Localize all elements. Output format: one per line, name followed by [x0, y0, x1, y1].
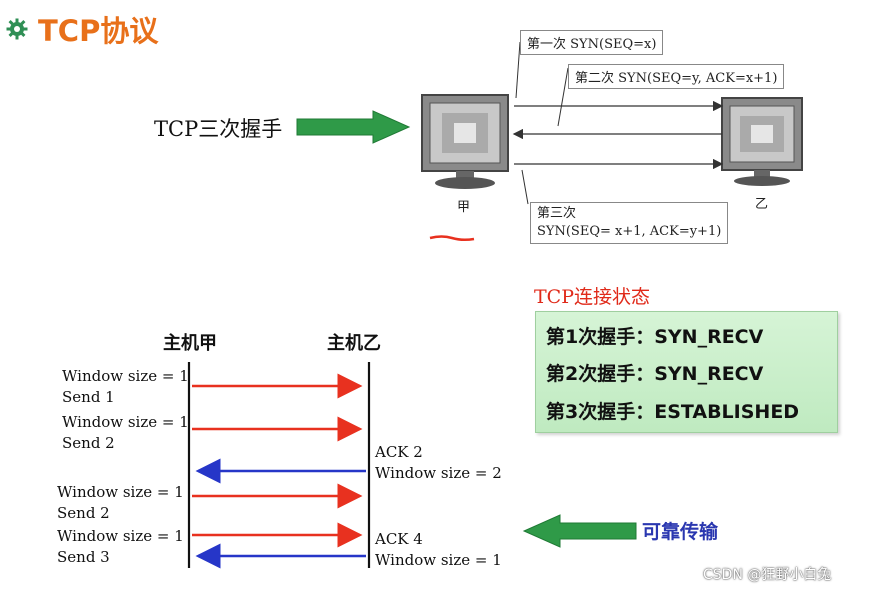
computer-b-icon [721, 97, 803, 186]
handshake-step1-text: 第一次 SYN(SEQ=x) [527, 37, 657, 52]
left-send-label-1: Send 1 [62, 388, 115, 406]
handshake-step2-callout: 第二次 SYN(SEQ=y, ACK=x+1) [568, 64, 785, 89]
page-title: TCP协议 [38, 14, 159, 48]
reliable-transfer-label: 可靠传输 [642, 521, 719, 543]
handshake-label: TCP三次握手 [154, 117, 283, 141]
handshake-arrows [512, 41, 724, 205]
status-row-3: 第3次握手：ESTABLISHED [546, 401, 800, 423]
left-send-label-2: Send 2 [62, 434, 115, 452]
handshake-step3-text: SYN(SEQ= x+1, ACK=y+1) [537, 224, 722, 239]
left-window-label-1: Window size = 1 [62, 367, 189, 385]
left-send-label-4: Send 3 [57, 548, 110, 566]
host-b-label: 乙 [755, 197, 769, 212]
right-window-label-1: Window size = 2 [375, 464, 502, 482]
status-box: 第1次握手：SYN_RECV 第2次握手：SYN_RECV 第3次握手：ESTA… [535, 311, 838, 433]
bullet-gear-icon [6, 18, 28, 40]
status-row-1: 第1次握手：SYN_RECV [546, 326, 764, 348]
window-host-b-label: 主机乙 [327, 333, 381, 354]
right-window-label-2: Window size = 1 [375, 551, 502, 569]
handshake-step1-callout: 第一次 SYN(SEQ=x) [520, 30, 664, 55]
left-send-label-3: Send 2 [57, 504, 110, 522]
window-arrows [187, 362, 371, 569]
status-row-2: 第2次握手：SYN_RECV [546, 363, 764, 385]
left-window-label-4: Window size = 1 [57, 527, 184, 545]
handshake-step3-callout: 第三次 SYN(SEQ= x+1, ACK=y+1) [530, 202, 729, 244]
status-title: TCP连接状态 [534, 286, 650, 308]
csdn-watermark: CSDN @狂野小白兔 [703, 567, 832, 583]
handshake-step3-title: 第三次 [537, 206, 577, 221]
right-ack-label-2: ACK 4 [375, 530, 423, 548]
green-arrow-left-icon [522, 514, 637, 548]
handshake-step2-text: 第二次 SYN(SEQ=y, ACK=x+1) [575, 71, 778, 86]
red-underline-mark [429, 235, 475, 242]
right-ack-label-1: ACK 2 [375, 443, 423, 461]
green-arrow-right-icon [296, 110, 411, 144]
left-window-label-2: Window size = 1 [62, 413, 189, 431]
left-window-label-3: Window size = 1 [57, 483, 184, 501]
computer-a-icon [421, 94, 509, 189]
host-a-label: 甲 [457, 200, 471, 215]
window-host-a-label: 主机甲 [163, 333, 217, 354]
